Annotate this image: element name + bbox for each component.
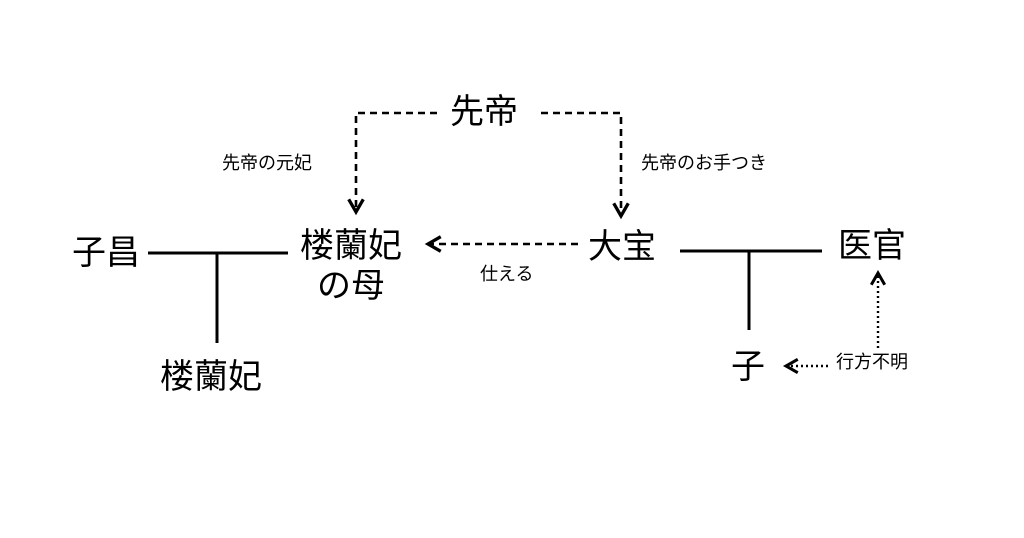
edge-sentei-to-taihou [541,111,630,220]
label-serve: 仕える [480,264,534,285]
node-rouranhi-mother-line1: 楼蘭妃 [300,226,402,266]
edge-sentei-to-rouranhi-mother [347,111,437,216]
node-rouranhi-mother-line2: の母 [317,266,385,306]
node-rouranhi: 楼蘭妃 [160,357,262,397]
node-ikan: 医官 [838,226,906,266]
node-sentei: 先帝 [450,92,518,132]
node-ko: 子 [731,347,765,387]
node-rouranhi-mother: 楼蘭妃 の母 [288,226,414,306]
label-concubine: 先帝のお手つき [641,153,767,174]
label-missing: 行方不明 [836,352,908,373]
label-former-consort: 先帝の元妃 [222,153,312,174]
node-shishou: 子昌 [72,233,140,273]
node-taihou: 大宝 [588,227,656,267]
